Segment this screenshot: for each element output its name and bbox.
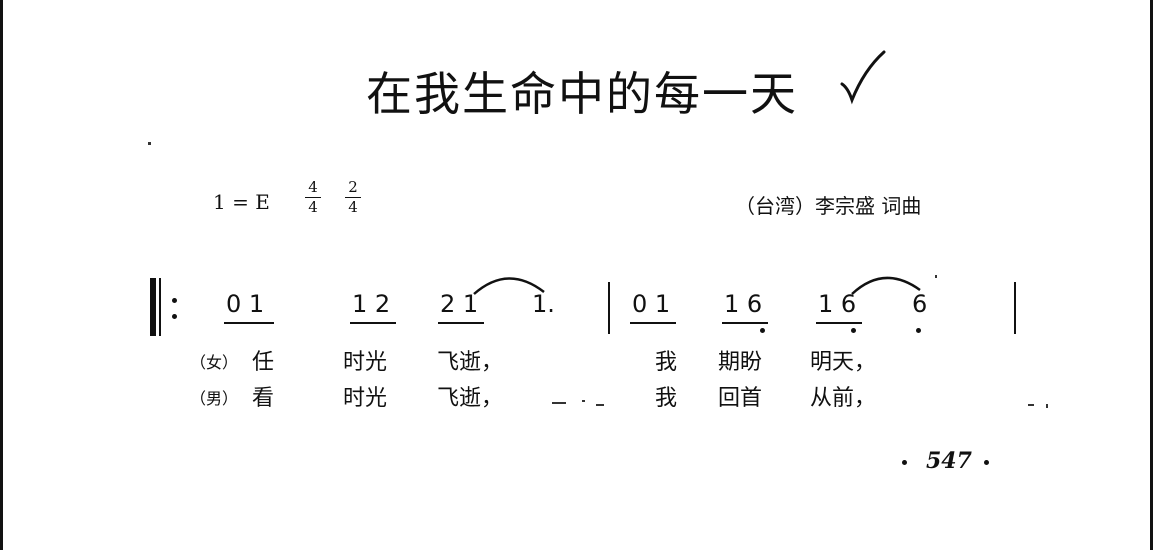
time-signature-2-4: 2 4 <box>345 178 361 217</box>
scan-speck <box>582 400 585 402</box>
credit-line: （台湾）李宗盛 词曲 <box>735 194 922 218</box>
time-numerator: 2 <box>345 178 361 198</box>
lyric-word: 期盼 <box>718 350 763 375</box>
tie-arc <box>851 276 921 295</box>
time-denominator: 4 <box>308 198 318 216</box>
lyric-word: 时光 <box>343 350 388 375</box>
repeat-start-thin-bar <box>159 278 161 336</box>
lyric-word: 回首 <box>718 386 763 411</box>
repeat-dot-upper <box>172 298 177 303</box>
scan-speck <box>148 142 151 145</box>
time-numerator: 4 <box>305 178 321 198</box>
note-group: 1 6 <box>724 290 763 318</box>
scan-speck <box>1046 404 1048 408</box>
note-underline <box>438 322 484 324</box>
lyric-word: 明天， <box>810 350 877 375</box>
male-role-label: （男） <box>190 389 239 408</box>
scan-speck <box>596 404 604 406</box>
note-group: 1. <box>532 290 555 318</box>
time-signature-4-4: 4 4 <box>305 178 321 217</box>
lyric-word: 我 <box>655 350 678 375</box>
lyric-word: 我 <box>655 386 678 411</box>
lyric-word: 看 <box>252 386 275 411</box>
note-underline <box>630 322 676 324</box>
low-octave-dot <box>760 328 765 333</box>
note-underline <box>816 322 862 324</box>
low-octave-dot <box>851 328 856 333</box>
lyric-word: 时光 <box>343 386 388 411</box>
checkmark-icon <box>840 50 886 105</box>
note-group: 6 <box>912 290 928 318</box>
note-underline <box>722 322 768 324</box>
tie-arc <box>473 277 545 295</box>
lyric-word: 从前， <box>810 386 877 411</box>
key-signature: 1 = E <box>213 190 270 214</box>
lyric-word: 飞逝， <box>437 350 504 375</box>
page-edge-left <box>0 0 3 550</box>
page-ornament-dot <box>902 460 907 465</box>
lyric-word: 任 <box>252 350 275 375</box>
note-group: 2 1 <box>440 290 479 318</box>
scan-speck <box>935 275 937 278</box>
lyric-word: 飞逝， <box>437 386 504 411</box>
barline <box>608 282 610 334</box>
repeat-start-thick-bar <box>150 278 156 336</box>
note-underline <box>224 322 274 324</box>
repeat-dot-lower <box>172 314 177 319</box>
scan-speck <box>1028 404 1034 406</box>
page-number: 547 <box>926 448 972 474</box>
note-group: 1 2 <box>352 290 391 318</box>
note-group: 1 6 <box>818 290 857 318</box>
note-group: 0 1 <box>632 290 671 318</box>
low-octave-dot <box>916 328 921 333</box>
female-role-label: （女） <box>190 353 239 372</box>
page-ornament-dot <box>984 460 989 465</box>
time-denominator: 4 <box>348 198 358 216</box>
scan-speck <box>552 402 566 404</box>
barline-end <box>1014 282 1016 334</box>
song-title: 在我生命中的每一天 <box>366 67 798 121</box>
page-edge-right <box>1150 0 1153 550</box>
note-group: 0 1 <box>226 290 265 318</box>
note-underline <box>350 322 396 324</box>
